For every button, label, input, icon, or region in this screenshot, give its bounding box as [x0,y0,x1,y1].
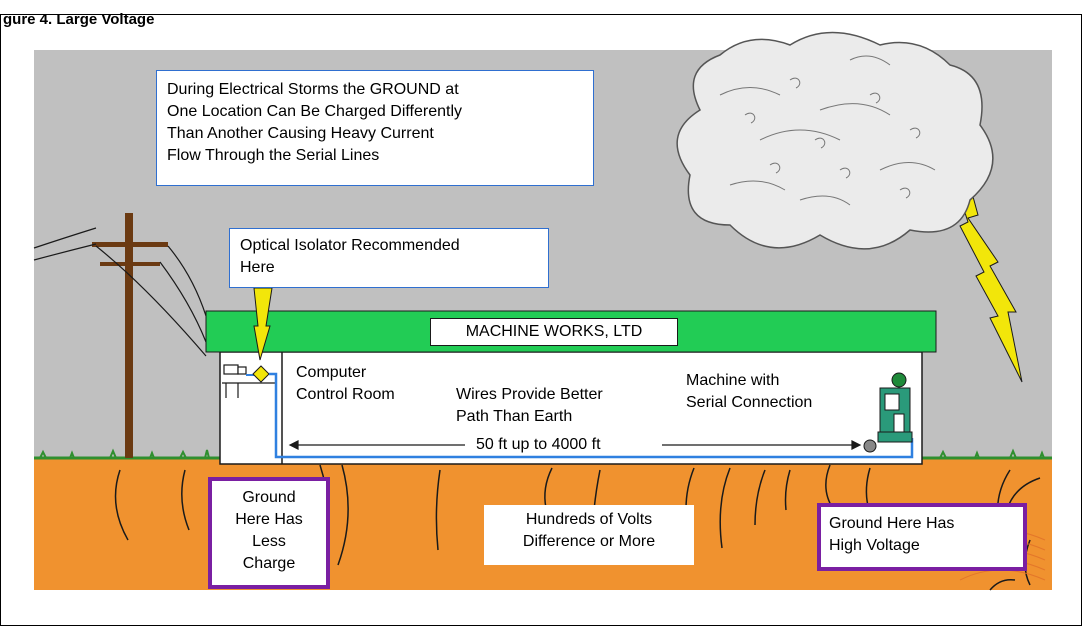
storm-lightning-bolt [948,155,1023,383]
ground-right-line: Ground Here Has [829,515,955,532]
storm-note-line: Than Another Causing Heavy Current [167,125,434,142]
distance-label: 50 ft up to 4000 ft [476,434,601,456]
earth-contours [114,464,1041,591]
computer-room-label: Computer Control Room [296,362,395,406]
wires-note: Wires Provide Better Path Than Earth [456,384,603,428]
ground-left-line: Ground [242,489,296,506]
isolator-note-line: Here [240,259,275,276]
ground-middle-line: Hundreds of Volts [525,511,653,528]
computer-room-line: Computer [296,364,367,381]
storm-note-line: During Electrical Storms the GROUND at [167,81,459,98]
ground-right-box: Ground Here Has High Voltage [817,503,1027,571]
ground-middle-box: Hundreds of Volts Difference or More [484,505,694,565]
wires-note-line: Wires Provide Better [456,386,603,403]
figure-frame: gure 4. Large Voltage [0,11,1082,626]
optical-isolator-icon [246,365,270,383]
storm-cloud [676,31,994,250]
ground-left-line: Here Has [235,511,303,528]
computer-icon [222,364,276,398]
ground-left-box: Ground Here Has Less Charge [208,477,330,589]
storm-note-line: One Location Can Be Charged Differently [167,103,462,120]
isolator-lightning-bolt [253,287,273,361]
machine-label-line: Serial Connection [686,394,813,411]
machine-icon [863,372,913,453]
distance-arrow [288,440,862,450]
computer-room-line: Control Room [296,386,395,403]
building-sign: MACHINE WORKS, LTD [430,318,678,346]
machine-label: Machine with Serial Connection [686,370,812,414]
building-sign-text: MACHINE WORKS, LTD [465,323,643,340]
utility-pole [92,213,168,458]
power-lines [33,227,207,357]
isolator-note-box: Optical Isolator Recommended Here [229,228,549,288]
ground-right-line: High Voltage [829,537,920,554]
ground-left-line: Less [252,533,286,550]
wires-note-line: Path Than Earth [456,408,573,425]
ground-middle-line: Difference or More [522,533,656,550]
ground-left-line: Charge [242,555,296,572]
machine-label-line: Machine with [686,372,780,389]
storm-note-line: Flow Through the Serial Lines [167,147,380,164]
distance-label-text: 50 ft up to 4000 ft [476,436,601,453]
storm-note-box: During Electrical Storms the GROUND at O… [156,70,594,186]
serial-wire [269,372,914,459]
isolator-note-line: Optical Isolator Recommended [240,237,460,254]
figure-caption: gure 4. Large Voltage [3,11,155,28]
